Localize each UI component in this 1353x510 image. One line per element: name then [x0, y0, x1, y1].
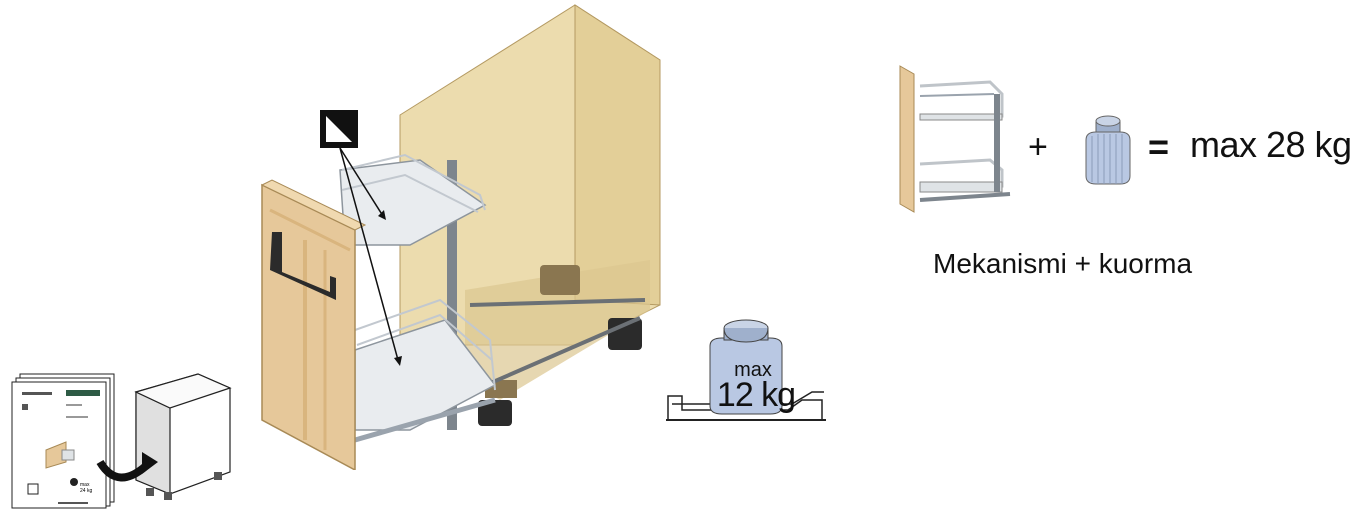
- equals-sign: =: [1148, 126, 1170, 167]
- weight-max-label: max: [734, 359, 772, 381]
- max-total-label: max 28 kg: [1190, 124, 1352, 165]
- manual-icon: max 24 kg: [11, 373, 232, 509]
- cabinet-pullout-illustration: [260, 4, 661, 470]
- weight-value-label: 12 kg: [716, 376, 796, 414]
- svg-text:24 kg: 24 kg: [80, 488, 92, 494]
- mechanism-thumbnail: [899, 65, 1011, 213]
- triangle-marker-icon: [320, 110, 402, 366]
- weight-small-icon: [1085, 115, 1131, 185]
- svg-text:max: max: [80, 482, 90, 488]
- cabinet-icon: [134, 373, 232, 500]
- caption-label: Mekanismi + kuorma: [933, 248, 1193, 279]
- weight-icon: [666, 319, 826, 421]
- plus-sign: +: [1028, 128, 1048, 166]
